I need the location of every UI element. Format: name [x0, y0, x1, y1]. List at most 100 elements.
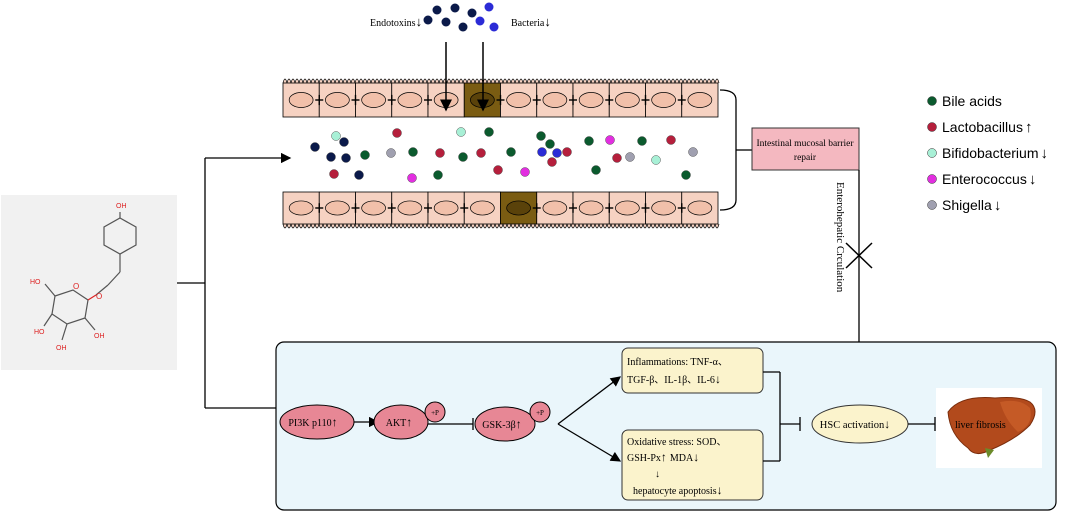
- legend-label: Lactobacillus↑: [942, 119, 1032, 136]
- svg-text:TGF-β、IL-1β、IL-6↓: TGF-β、IL-1β、IL-6↓: [627, 372, 721, 386]
- intestine-bracket: [719, 89, 737, 211]
- bottom-nucleus: [288, 200, 314, 216]
- lumen-microbiota: [310, 127, 698, 183]
- lumen-dot: [584, 136, 594, 146]
- legend-label: Bifidobacterium↓: [942, 145, 1048, 162]
- lumen-dot: [433, 170, 443, 180]
- gsk-phospho: +P: [536, 409, 544, 417]
- lumen-dot: [310, 142, 320, 152]
- top-nucleus: [542, 92, 568, 108]
- lumen-dot: [392, 128, 402, 138]
- ho-2: HO: [34, 329, 45, 336]
- legend-label: Bile acids: [942, 93, 1002, 109]
- lumen-dot: [651, 155, 661, 165]
- legend-swatch: [927, 96, 937, 106]
- lumen-dot: [476, 148, 486, 158]
- leak-arrows: [440, 42, 489, 112]
- lumen-dot: [612, 153, 622, 163]
- lumen-dot: [493, 165, 503, 175]
- bottom-villi: [282, 223, 720, 229]
- lumen-dot: [458, 152, 468, 162]
- bottom-nucleus: [615, 200, 640, 216]
- hsc-activation-node: HSC activation↓: [811, 404, 909, 444]
- inflammation-box: Inflammations: TNF-α、 TGF-β、IL-1β、IL-6↓: [621, 347, 764, 394]
- svg-text:HSC activation↓: HSC activation↓: [820, 417, 890, 431]
- lumen-dot: [547, 157, 557, 167]
- bottom-nucleus: [433, 200, 459, 216]
- incoming-dot: [432, 5, 442, 15]
- bottom-nucleus: [397, 200, 423, 216]
- lumen-dot: [329, 169, 339, 179]
- bottom-nucleus: [542, 200, 568, 216]
- endotoxin-bacteria-dots: [423, 2, 499, 32]
- enterohepatic-label: Enterohepatic Crculation: [834, 182, 846, 293]
- lumen-dot: [484, 127, 494, 137]
- gsk-branches: [557, 376, 622, 462]
- liver-fibrosis-image: liver fibrosis: [936, 388, 1042, 468]
- lumen-dot: [637, 136, 647, 146]
- salidroside-molecule: OH O O HO HO OH OH: [1, 195, 177, 370]
- bottom-nucleus: [470, 200, 495, 216]
- top-nucleus: [325, 92, 350, 108]
- lumen-dot: [331, 131, 341, 141]
- lower-epithelium: [282, 191, 720, 229]
- lumen-dot: [552, 148, 562, 158]
- oh-4: OH: [94, 333, 105, 340]
- boxes-inhibit-hsc: [763, 371, 801, 462]
- lumen-dot: [408, 147, 418, 157]
- oh-top: OH: [116, 203, 127, 210]
- oxidative-box: Oxidative stress: SOD、 GSH-Px↑MDA↓ ↓ hep…: [621, 429, 764, 501]
- o-ring: O: [73, 282, 79, 291]
- incoming-dot: [423, 15, 433, 25]
- incoming-dot: [489, 22, 499, 32]
- incoming-dot: [450, 3, 460, 13]
- pi3k-node: PI3K p110↑: [279, 404, 355, 440]
- ho-1: HO: [30, 279, 41, 286]
- lumen-dot: [506, 147, 516, 157]
- top-nucleus: [615, 92, 640, 108]
- legend-label: Shigella↓: [942, 197, 1001, 214]
- legend-label: Enterococcus↓: [942, 171, 1036, 188]
- svg-text:hepatocyte apoptosis↓: hepatocyte apoptosis↓: [633, 483, 723, 497]
- bottom-nucleus: [651, 200, 676, 216]
- lumen-dot: [354, 170, 364, 180]
- lumen-dot: [688, 147, 698, 157]
- akt-phospho: +P: [431, 409, 439, 417]
- lumen-dot: [386, 148, 396, 158]
- incoming-dot: [467, 8, 477, 18]
- top-villi: [282, 78, 720, 84]
- endotoxins-label: Endotoxins↓: [370, 14, 422, 29]
- hsc-inhibits-fibrosis: [908, 417, 936, 431]
- bottom-nucleus: [361, 200, 386, 216]
- o-ether: O: [96, 292, 102, 301]
- lumen-dot: [407, 173, 417, 183]
- pathway-panel: [275, 341, 1057, 511]
- svg-text:GSK-3β↑: GSK-3β↑: [482, 417, 521, 431]
- lumen-dot: [591, 165, 601, 175]
- akt-inhibits-gsk: [428, 418, 474, 430]
- top-nucleus: [397, 92, 423, 108]
- bottom-nucleus: [578, 200, 604, 216]
- lumen-dot: [537, 147, 547, 157]
- lumen-dot: [545, 139, 555, 149]
- svg-text:GSH-Px↑MDA↓: GSH-Px↑MDA↓: [627, 450, 699, 464]
- svg-text:PI3K p110↑: PI3K p110↑: [288, 415, 337, 429]
- lumen-dot: [341, 153, 351, 163]
- svg-text:AKT↑: AKT↑: [386, 415, 413, 429]
- bottom-nucleus: [687, 200, 713, 216]
- lumen-dot: [562, 147, 572, 157]
- lumen-dot: [681, 170, 691, 180]
- incoming-dot: [458, 22, 468, 32]
- lumen-dot: [520, 167, 530, 177]
- top-nucleus: [506, 92, 531, 108]
- top-nucleus: [687, 92, 713, 108]
- gsk-node: GSK-3β↑ +P: [474, 401, 551, 442]
- oh-3: OH: [56, 345, 67, 352]
- bottom-nucleus: [506, 200, 531, 216]
- bottom-nucleus: [325, 200, 350, 216]
- lumen-dot: [666, 135, 676, 145]
- upper-epithelium: [282, 78, 720, 118]
